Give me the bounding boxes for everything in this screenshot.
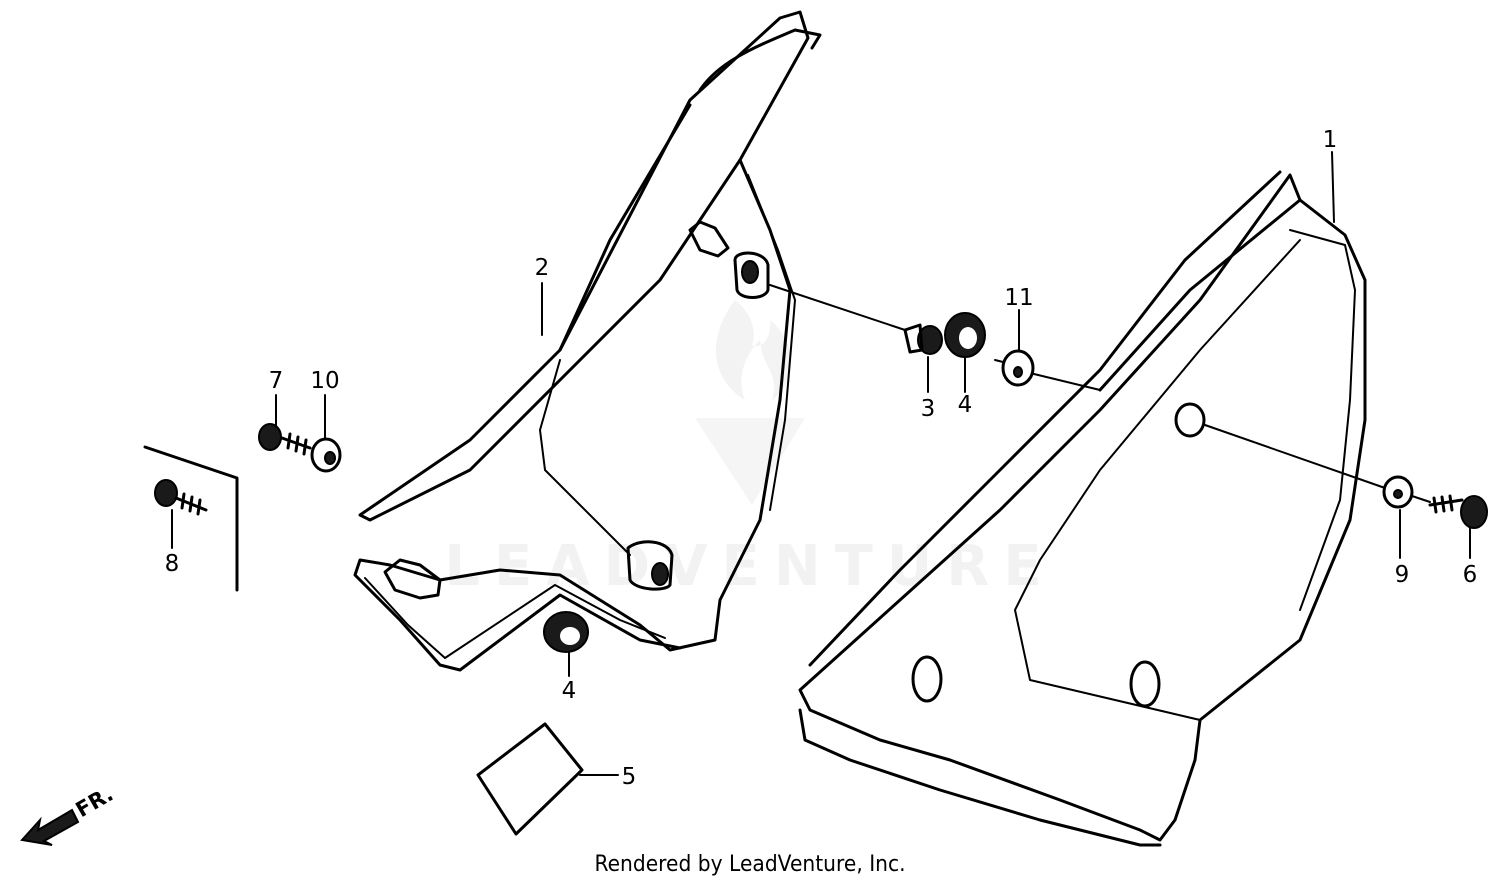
callout-7: 7: [269, 368, 284, 394]
washer-9: [1382, 475, 1414, 509]
callout-2: 2: [535, 255, 550, 281]
watermark-logo: LEADVENTURE: [444, 300, 1055, 599]
emblem-5: [476, 722, 584, 836]
bolt-7: [258, 423, 312, 456]
callout-9: 9: [1395, 562, 1410, 588]
grommet-4-lower: [543, 611, 589, 653]
front-direction-arrow: FR.: [20, 782, 118, 846]
washer-10: [310, 437, 342, 473]
assembly-lines: [769, 284, 1431, 503]
callout-1: 1: [1323, 127, 1338, 153]
render-credit: Rendered by LeadVenture, Inc.: [594, 852, 906, 877]
callout-3: 3: [921, 396, 936, 422]
callout-10: 10: [310, 368, 339, 394]
washer-11: [1001, 349, 1035, 387]
callout-11: 11: [1004, 285, 1033, 311]
grommet-4-upper: [944, 312, 986, 358]
bolt-6: [1428, 494, 1488, 529]
callout-8: 8: [165, 551, 180, 577]
callout-4-lower: 4: [562, 678, 577, 704]
grommet-3: [903, 323, 943, 355]
callout-6: 6: [1463, 562, 1478, 588]
leader-lines: [171, 151, 1471, 776]
bolt-8: [154, 479, 208, 516]
bracket-line: [143, 445, 239, 592]
right-side-cover: [798, 170, 1367, 847]
callout-5: 5: [622, 764, 637, 790]
watermark-text: LEADVENTURE: [444, 534, 1055, 599]
callout-4-upper: 4: [958, 392, 973, 418]
direction-label: FR.: [72, 782, 118, 822]
left-side-cover: [353, 10, 822, 672]
